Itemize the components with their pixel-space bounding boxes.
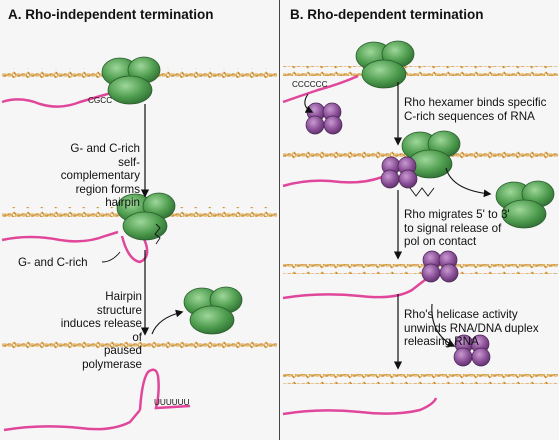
release-arrow <box>431 303 456 347</box>
caption-line: Rho migrates 5' to 3' <box>404 208 510 221</box>
rna-polymerase <box>401 130 461 179</box>
sequence-label: UUUUUU <box>154 398 190 407</box>
rna-polymerase <box>183 286 243 335</box>
dna-strand <box>283 66 558 76</box>
rho-hexamer <box>305 102 343 135</box>
label-pointer <box>101 251 121 263</box>
dna-strand <box>283 264 558 274</box>
rna-polymerase <box>355 40 415 89</box>
rna-polymerase <box>101 56 161 105</box>
rna-strand <box>282 74 359 104</box>
rna-polymerase <box>116 192 176 241</box>
panel-b-title: B. Rho-dependent termination <box>290 7 484 22</box>
label-gc-rich: G- and C-rich <box>18 256 88 269</box>
rna-strand <box>282 397 438 416</box>
rna-hairpin <box>138 368 191 411</box>
caption-line: Rho hexamer binds specific <box>404 96 547 109</box>
caption-line: Hairpin structure <box>96 290 142 317</box>
dna-strand <box>283 374 558 384</box>
caption-line: to signal release of <box>404 221 502 235</box>
caption-line: C-rich sequences of RNA <box>404 109 535 123</box>
caption-line: releasing RNA <box>404 335 479 349</box>
dna-strand <box>2 340 277 350</box>
sequence-label: CGCC <box>88 96 113 105</box>
caption-line: G- and C-rich self- <box>70 142 140 169</box>
caption-rho-binding: Rho hexamer binds specific C-rich sequen… <box>404 96 546 123</box>
squiggle-arrow <box>409 187 435 197</box>
squiggle-arrow <box>154 223 161 245</box>
caption-rho-migration: Rho migrates 5' to 3' to signal release … <box>404 208 510 249</box>
caption-line: complementary <box>60 169 140 183</box>
caption-line: induces release of <box>60 317 142 344</box>
caption-line: paused polymerase <box>82 344 142 371</box>
release-arrow <box>151 309 184 335</box>
rna-strand <box>282 275 431 300</box>
sequence-label: CCCCCC <box>292 80 328 89</box>
caption-helicase-activity: Rho's helicase activity unwinds RNA/DNA … <box>404 308 539 349</box>
rna-strand <box>1 230 119 243</box>
caption-line: pol on contact <box>404 235 477 249</box>
rna-strand <box>1 84 131 108</box>
binding-arrow <box>304 93 314 113</box>
caption-polymerase-release: Hairpin structure induces release of pau… <box>60 290 142 372</box>
rna-polymerase <box>495 180 555 229</box>
rna-strand <box>282 166 401 188</box>
release-arrow <box>445 167 492 198</box>
caption-line: unwinds RNA/DNA duplex <box>404 321 539 335</box>
caption-hairpin-formation: G- and C-rich self- complementary region… <box>58 142 140 210</box>
rna-strand <box>3 409 141 432</box>
caption-line: Rho's helicase activity <box>404 308 518 321</box>
rho-hexamer <box>453 334 491 367</box>
caption-line: region forms hairpin <box>75 182 140 210</box>
rho-hexamer <box>421 250 459 283</box>
panel-a-title: A. Rho-independent termination <box>8 7 214 22</box>
rho-hexamer <box>380 156 418 189</box>
